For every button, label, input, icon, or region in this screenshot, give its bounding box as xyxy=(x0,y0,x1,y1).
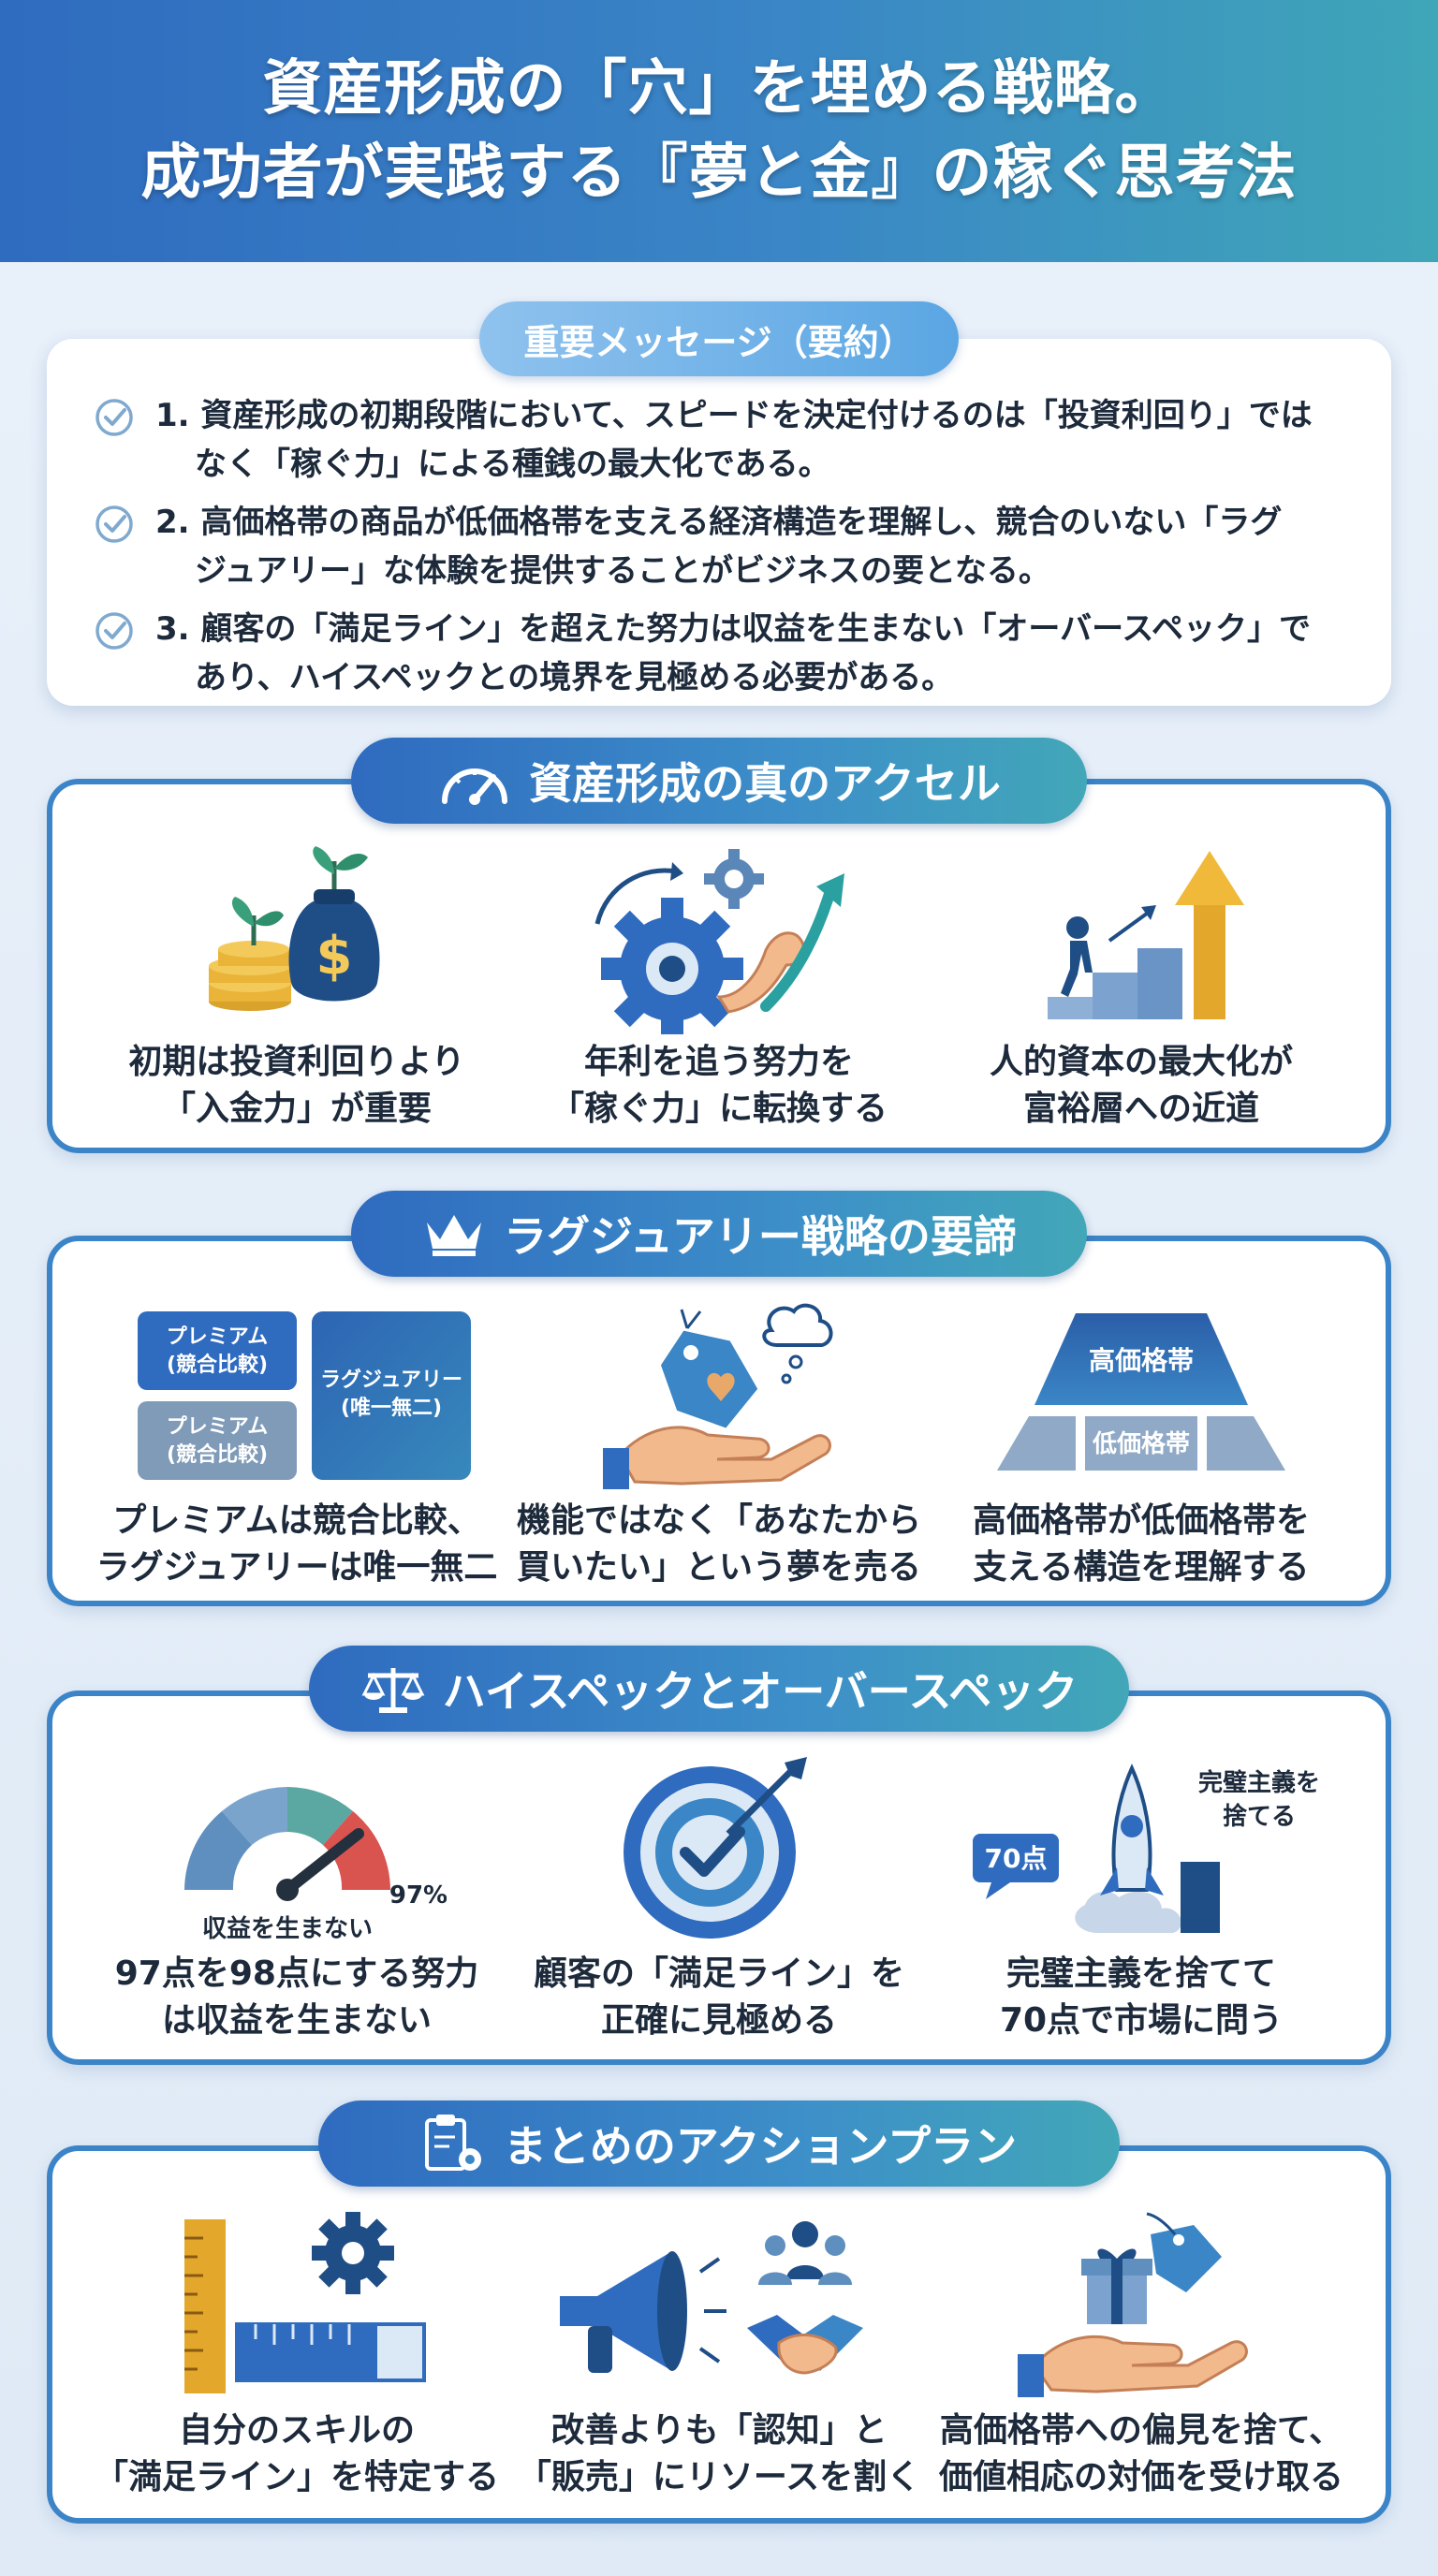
summary-card xyxy=(47,339,1391,706)
section-title-text: 資産形成の真のアクセル xyxy=(529,758,1001,809)
pyramid-top-label: 高価格帯 xyxy=(1089,1345,1194,1376)
caption-line: 「稼ぐ力」に転換する xyxy=(550,1090,888,1128)
section-title-text: ラグジュアリー戦略の要諦 xyxy=(504,1211,1017,1262)
summary-item-line: 2. 高価格帯の商品が低価格帯を支える経済構造を理解し、競合のいない「ラグ xyxy=(155,504,1283,541)
score-badge: 70点 xyxy=(985,1843,1048,1874)
caption-line: 自分のスキルの xyxy=(178,2411,415,2450)
balance-scale-icon xyxy=(361,1668,425,1713)
section-title-text: ハイスペックとオーバースペック xyxy=(442,1666,1078,1717)
caption-line: 高価格帯が低価格帯を xyxy=(972,1501,1310,1540)
summary-item: 1. 資産形成の初期段階において、スピードを決定付けるのは「投資利回り」ではなく… xyxy=(94,391,1348,489)
hand-tag-heart-icon xyxy=(603,1303,833,1489)
gear-muscle-arrow-icon xyxy=(594,849,844,1034)
caption-line: 正確に見極める xyxy=(600,2001,837,2040)
crown-icon xyxy=(427,1215,482,1256)
caption-line: 「販売」にリソースを割く xyxy=(517,2458,921,2496)
summary-item-line: 3. 顧客の「満足ライン」を超えた努力は収益を生まない「オーバースペック」で xyxy=(155,610,1311,648)
caption-line: 支える構造を理解する xyxy=(973,1548,1310,1587)
gauge-value: 97% xyxy=(389,1881,447,1910)
caption-line: 「入金力」が重要 xyxy=(161,1090,432,1128)
luxury-box-label: ラグジュアリー xyxy=(320,1368,462,1392)
luxury-item-2: 機能ではなく「あなたから買いたい」という夢を売る xyxy=(499,1292,939,1591)
accelerator-item-1: $ 初期は投資利回りより「入金力」が重要 xyxy=(77,833,517,1133)
caption-line: 97点を98点にする努力 xyxy=(114,1954,479,1993)
comparison-boxes-icon: プレミアム (競合比較) プレミアム (競合比較) ラグジュアリー (唯一無二) xyxy=(138,1311,471,1480)
stairs-arrow-icon xyxy=(1048,851,1244,1019)
caption-line: 改善よりも「認知」と xyxy=(550,2411,888,2450)
caption-line: ラグジュアリーは唯一無二 xyxy=(95,1548,498,1587)
page-title-line-1: 資産形成の「穴」を埋める戦略。 xyxy=(262,54,1176,124)
caption-line: 高価格帯への偏見を捨て、 xyxy=(939,2411,1343,2450)
premium-box-label: プレミアム xyxy=(167,1415,268,1439)
ruler-gear-icon xyxy=(184,2212,426,2393)
page-title-line-2: 成功者が実践する『夢と金』の稼ぐ思考法 xyxy=(140,139,1298,208)
hand-gift-tag-icon xyxy=(1018,2212,1248,2397)
pyramid-icon: 高価格帯 低価格帯 xyxy=(997,1313,1285,1471)
summary-item: 2. 高価格帯の商品が低価格帯を支える経済構造を理解し、競合のいない「ラグジュア… xyxy=(94,498,1348,595)
caption-line: 「満足ライン」を特定する xyxy=(94,2458,499,2496)
luxury-box-sub: (唯一無二) xyxy=(341,1396,442,1420)
summary-title: 重要メッセージ（要約） xyxy=(479,301,959,376)
summary-item-line: 1. 資産形成の初期段階において、スピードを決定付けるのは「投資利回り」では xyxy=(155,397,1313,434)
caption-line: 70点で市場に問う xyxy=(999,2001,1284,2040)
section-title-spec: ハイスペックとオーバースペック xyxy=(309,1646,1129,1732)
target-check-icon xyxy=(624,1757,807,1939)
accelerator-item-3: 人的資本の最大化が富裕層への近道 xyxy=(921,833,1361,1133)
caption-line: は収益を生まない xyxy=(161,2001,432,2040)
caption-line: 年利を追う努力を xyxy=(583,1043,854,1081)
money-bag-sprout-icon: $ xyxy=(209,846,380,1011)
caption-line: 買いたい」という夢を売る xyxy=(516,1548,921,1587)
spec-item-1: 97% 収益を生まない 97点を98点にする努力は収益を生まない xyxy=(77,1745,517,2044)
section-title-accelerator: 資産形成の真のアクセル xyxy=(351,738,1087,824)
luxury-item-1: プレミアム (競合比較) プレミアム (競合比較) ラグジュアリー (唯一無二)… xyxy=(77,1292,517,1591)
check-circle-icon xyxy=(95,505,133,543)
rocket-icon: 70点 完璧主義を 捨てる xyxy=(973,1764,1320,1933)
caption-line: 初期は投資利回りより xyxy=(128,1043,465,1081)
caption-line: 顧客の「満足ライン」を xyxy=(533,1954,904,1993)
speedometer-icon xyxy=(442,768,508,805)
action-item-1: 自分のスキルの「満足ライン」を特定する xyxy=(77,2202,517,2501)
premium-box-sub: (競合比較) xyxy=(167,1353,268,1377)
luxury-item-3: 高価格帯 低価格帯 高価格帯が低価格帯を支える構造を理解する xyxy=(921,1292,1361,1591)
summary-item-line: ジュアリー」な体験を提供することがビジネスの要となる。 xyxy=(195,552,1050,590)
section-title-text: まとめのアクションプラン xyxy=(503,2121,1018,2172)
perfectionism-note-line: 完璧主義を xyxy=(1198,1768,1320,1797)
gauge-label: 収益を生まない xyxy=(202,1915,373,1943)
caption-line: プレミアムは競合比較、 xyxy=(112,1501,481,1540)
perfectionism-note-line: 捨てる xyxy=(1223,1802,1296,1831)
pyramid-bottom-label: 低価格帯 xyxy=(1092,1429,1190,1458)
premium-box-label: プレミアム xyxy=(167,1325,268,1349)
check-circle-icon xyxy=(95,612,133,650)
spec-item-3: 70点 完璧主義を 捨てる 完璧主義を捨てて 70点で市場に問う xyxy=(921,1745,1361,2044)
clipboard-gear-icon xyxy=(424,2115,481,2171)
summary-item-line: あり、ハイスペックとの境界を見極める必要がある。 xyxy=(195,659,954,696)
summary-item: 3. 顧客の「満足ライン」を超えた努力は収益を生まない「オーバースペック」であり… xyxy=(94,605,1348,702)
action-item-3: 高価格帯への偏見を捨て、価値相応の対価を受け取る xyxy=(921,2202,1361,2501)
action-item-2: 改善よりも「認知」と「販売」にリソースを割く xyxy=(499,2202,939,2501)
caption-line: 完璧主義を捨てて xyxy=(1005,1954,1276,1993)
svg-text:$: $ xyxy=(316,926,353,987)
summary-list: 1. 資産形成の初期段階において、スピードを決定付けるのは「投資利回り」ではなく… xyxy=(94,391,1348,711)
section-title-action: まとめのアクションプラン xyxy=(318,2100,1120,2187)
check-circle-icon xyxy=(95,399,133,436)
caption-line: 人的資本の最大化が xyxy=(989,1043,1293,1081)
megaphone-handshake-icon xyxy=(560,2221,863,2375)
spec-item-2: 顧客の「満足ライン」を正確に見極める xyxy=(499,1745,939,2044)
summary-item-line: なく「稼ぐ力」による種銭の最大化である。 xyxy=(195,446,830,483)
premium-box-sub: (競合比較) xyxy=(167,1442,268,1467)
section-title-luxury: ラグジュアリー戦略の要諦 xyxy=(351,1191,1087,1277)
caption-line: 機能ではなく「あなたから xyxy=(516,1501,921,1540)
accelerator-item-2: 年利を追う努力を「稼ぐ力」に転換する xyxy=(499,833,939,1133)
caption-line: 富裕層への近道 xyxy=(1022,1090,1259,1128)
gauge-icon: 97% 収益を生まない xyxy=(184,1787,447,1943)
caption-line: 価値相応の対価を受け取る xyxy=(938,2458,1343,2496)
header-banner: 資産形成の「穴」を埋める戦略。 成功者が実践する『夢と金』の稼ぐ思考法 xyxy=(0,0,1438,262)
